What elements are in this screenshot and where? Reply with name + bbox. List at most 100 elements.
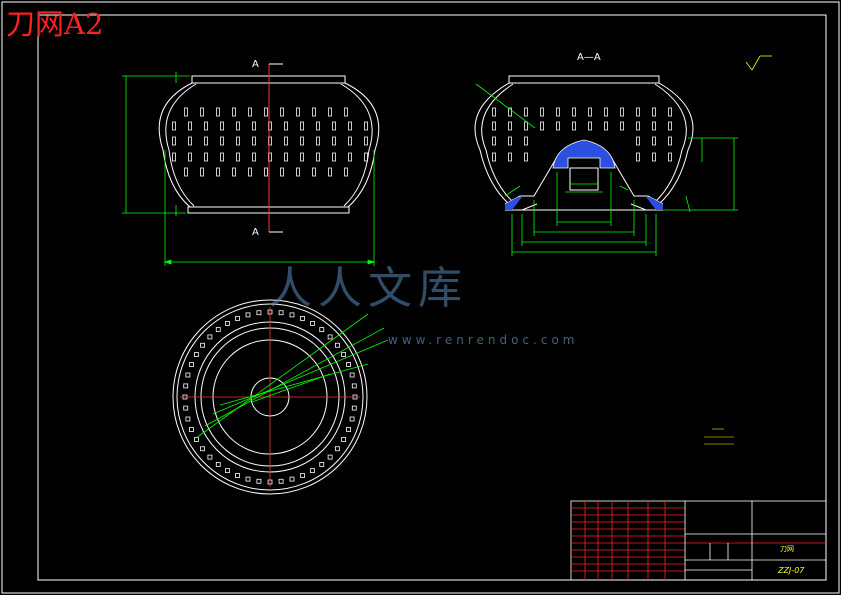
section-slot-pattern [492,107,672,162]
top-slot [189,362,194,367]
cut-label-bottom: A [252,227,259,238]
top-slot [225,468,230,474]
front-slot [348,152,352,162]
front-slot [264,167,268,177]
top-slot [335,446,340,452]
hub-bore [569,167,599,191]
front-dimensions [122,72,376,266]
section-slot [492,152,496,162]
section-slot [508,121,512,131]
front-slot [316,121,320,131]
base-section-fill-left [505,197,522,210]
top-slot [225,320,230,326]
front-slot [184,167,188,177]
front-slot [220,152,224,162]
section-slot [668,121,672,131]
top-slot [300,316,305,321]
section-slot [524,152,528,162]
section-slot [620,121,624,131]
front-slot [344,167,348,177]
technical-notes [704,428,734,445]
front-slot [264,107,268,117]
front-slot [332,136,336,146]
top-rim-inner [176,303,364,491]
section-slot [508,152,512,162]
front-slot [280,167,284,177]
front-slot [200,167,204,177]
top-slot [215,462,221,467]
top-slot [300,473,305,478]
section-slot [556,121,560,131]
front-slot [216,167,220,177]
front-slot [316,136,320,146]
section-slot [652,136,656,146]
front-slot [172,152,176,162]
top-slot [319,327,325,332]
front-slot [364,121,368,131]
top-slot [327,334,333,340]
front-slot [252,152,256,162]
top-slot [278,478,284,484]
section-slot [540,107,544,117]
front-slot [188,152,192,162]
front-slot [348,121,352,131]
top-slot-ring [182,309,358,485]
base-section-fill-right [646,197,663,210]
top-slot [245,476,251,482]
front-slot [284,136,288,146]
section-slot [492,107,496,117]
top-slot [256,310,262,316]
section-slot [588,121,592,131]
watermark-text: 人人文库 [268,263,468,314]
section-slot [636,136,640,146]
part-name: 刀网 [780,545,794,553]
front-slot [204,152,208,162]
front-cut-line [268,63,283,233]
section-dimensions [475,83,738,256]
top-slot [349,416,355,422]
front-slot [300,121,304,131]
front-slot [332,121,336,131]
section-slot [524,121,528,131]
front-slot [328,107,332,117]
section-slot [492,136,496,146]
top-slot [235,473,240,478]
top-slot [245,312,251,318]
section-slot [508,136,512,146]
section-slot [652,152,656,162]
front-slot [300,152,304,162]
front-slot [364,136,368,146]
section-slot [668,152,672,162]
front-slot [300,136,304,146]
top-slot [341,352,347,357]
front-slot [316,152,320,162]
hub-section-fill [552,139,616,169]
section-slot [636,107,640,117]
top-slot [185,416,191,422]
front-slot [188,121,192,131]
section-label: A—A [577,52,601,63]
top-slot [207,334,213,340]
front-slot [188,136,192,146]
section-slot [620,107,624,117]
top-slot [189,427,194,432]
front-slot [232,107,236,117]
top-slot [185,372,191,378]
section-slot [588,107,592,117]
top-slot [341,437,347,442]
front-slot [280,107,284,117]
top-outer-rim [172,299,368,495]
front-slot [204,121,208,131]
watermark-url: www.renrendoc.com [388,333,579,347]
front-slot [344,107,348,117]
section-slot [652,107,656,117]
section-slot [604,121,608,131]
section-top-flange [508,75,660,84]
front-slot [312,107,316,117]
front-slot [284,152,288,162]
section-slot [636,121,640,131]
top-slot [235,316,240,321]
top-slot [289,312,295,318]
